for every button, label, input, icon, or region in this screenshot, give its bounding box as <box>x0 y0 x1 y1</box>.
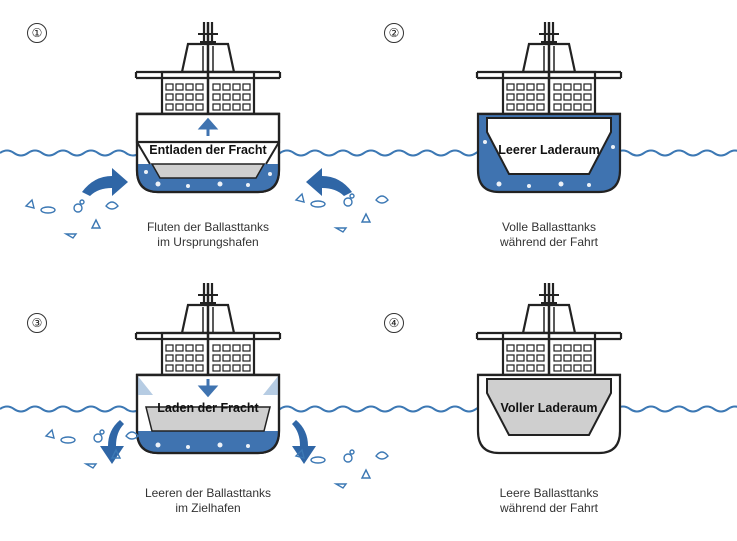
ship-1 <box>134 20 282 194</box>
inflow-arrow-left <box>82 168 128 196</box>
water-line-bottom <box>0 405 737 413</box>
hold-label-3: Laden der Fracht <box>157 401 259 415</box>
organisms-1b <box>295 193 389 233</box>
hold-label-1: Entladen der Fracht <box>149 143 267 157</box>
organisms-1a <box>25 199 119 239</box>
ship-2 <box>475 20 623 194</box>
ship-4 <box>475 281 623 455</box>
inflow-arrow-right <box>306 168 352 196</box>
organisms-3b <box>295 449 389 489</box>
outflow-arrow-right <box>292 420 316 464</box>
step-number-3: ③ <box>27 313 47 333</box>
hold-label-4: Voller Laderaum <box>500 401 598 415</box>
ship-3 <box>134 281 282 455</box>
step-number-1: ① <box>27 23 47 43</box>
water-line-top <box>0 149 737 157</box>
step-number-4: ④ <box>384 313 404 333</box>
step-number-2: ② <box>384 23 404 43</box>
organisms-3a <box>45 429 139 469</box>
hold-label-2: Leerer Laderaum <box>498 143 600 157</box>
